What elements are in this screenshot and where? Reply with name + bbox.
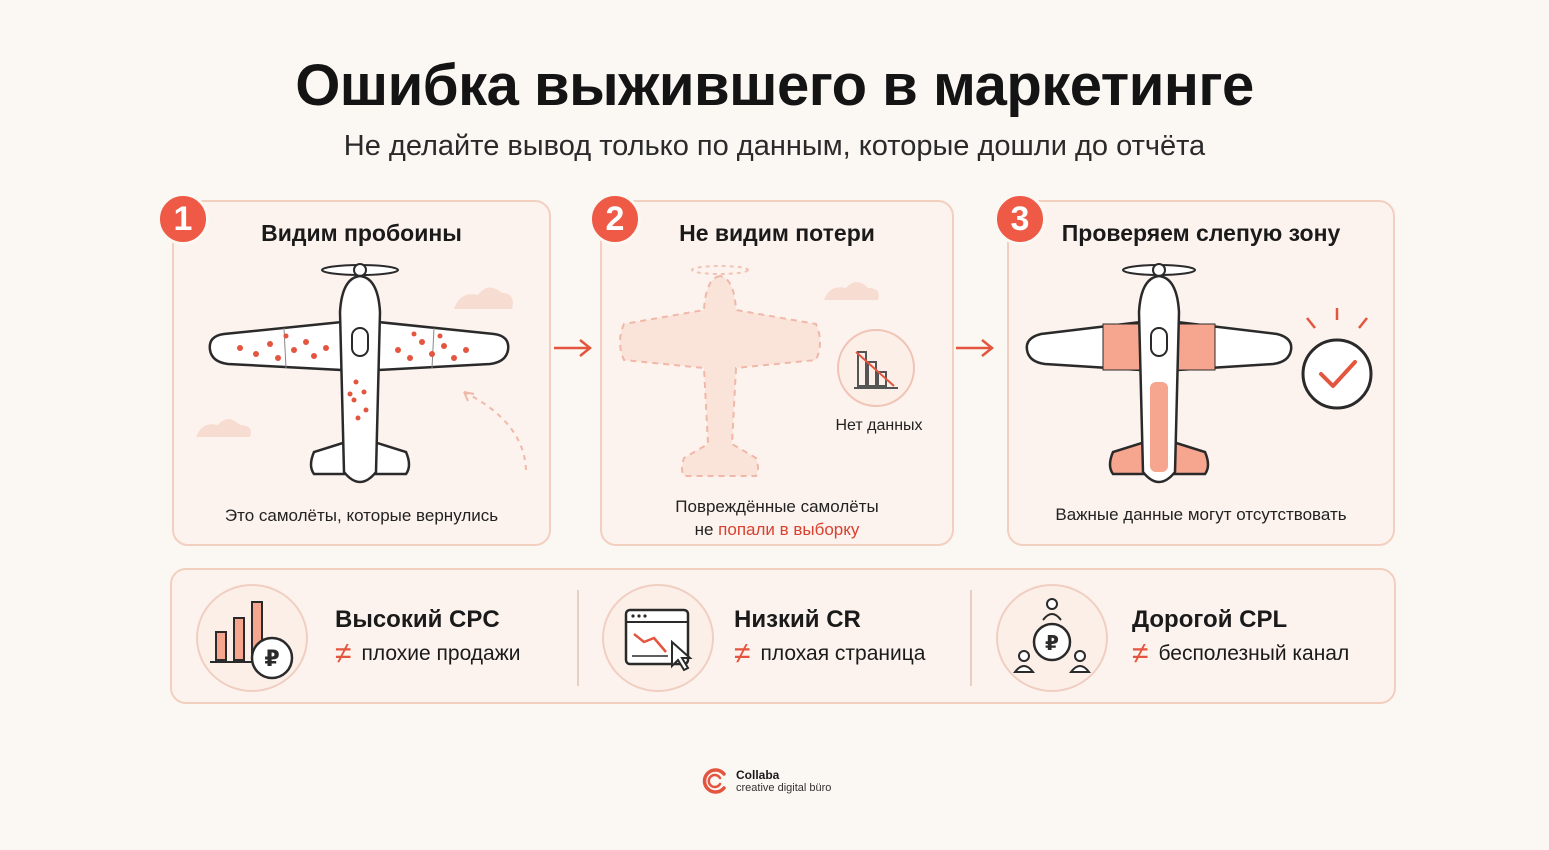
step-caption-2-line2: не попали в выборку: [602, 518, 952, 541]
not-equal-icon: ≠: [734, 637, 751, 670]
metric-name-cpc: Высокий CPC: [335, 606, 500, 633]
metric-name-cpl: Дорогой CPL: [1132, 606, 1288, 633]
metric-desc-cpc: ≠ плохие продажи: [335, 637, 521, 670]
plane-blind-zones-icon: [1025, 263, 1373, 484]
arrow-right-icon: [956, 339, 995, 357]
browser-chart-cursor-icon: [602, 584, 714, 692]
page-title: Ошибка выжившего в маркетинге: [295, 53, 1254, 118]
step-title-2: Не видим потери: [679, 220, 875, 246]
metric-desc-text: плохие продажи: [361, 642, 521, 665]
missing-plane-icon: [619, 265, 915, 477]
divider: [577, 590, 579, 686]
metric-name-cr: Низкий CR: [734, 606, 861, 633]
metric-desc-text: плохая страница: [760, 642, 926, 665]
step-caption-2: Повреждённые самолёты не попали в выборк…: [602, 495, 952, 541]
bar-chart-ruble-icon: ₽: [196, 584, 308, 692]
step-caption-3: Важные данные могут отсутствовать: [1055, 505, 1347, 524]
plane-with-holes-icon: [196, 263, 527, 484]
brand-logo: Collaba creative digital büro: [700, 766, 831, 796]
step-number-2: 2: [589, 193, 641, 245]
no-data-label: Нет данных: [835, 417, 923, 434]
collaba-logo-icon: [702, 768, 726, 794]
step-title-3: Проверяем слепую зону: [1061, 220, 1341, 246]
step-number-3: 3: [994, 193, 1046, 245]
metric-desc-cr: ≠ плохая страница: [734, 637, 926, 670]
step-number-1: 1: [157, 193, 209, 245]
svg-text:₽: ₽: [264, 647, 279, 672]
arrow-right-icon: [554, 339, 593, 357]
step-caption-1: Это самолёты, которые вернулись: [224, 506, 499, 525]
step-card-1: Видим пробоины Это са: [172, 200, 551, 546]
metrics-panel: ₽ Высокий CPC ≠ плохие продажи Низкий CR…: [170, 568, 1396, 704]
metric-desc-cpl: ≠ бесполезный канал: [1132, 637, 1350, 670]
divider: [970, 590, 972, 686]
step-card-3: Проверяем слепую зону Важные данные могу…: [1007, 200, 1395, 546]
step-card-2: Не видим потери Нет данных Повреждённые …: [600, 200, 954, 546]
brand-name: Collaba: [736, 768, 780, 782]
step-title-1: Видим пробоины: [261, 220, 462, 246]
brand-tagline: creative digital büro: [736, 782, 832, 794]
ruble-users-icon: ₽: [996, 584, 1108, 692]
caption-accent: попали в выборку: [718, 520, 860, 539]
metric-desc-text: бесполезный канал: [1158, 642, 1350, 665]
not-equal-icon: ≠: [1132, 637, 1149, 670]
svg-text:₽: ₽: [1045, 631, 1059, 655]
page-subtitle: Не делайте вывод только по данным, котор…: [343, 130, 1206, 162]
not-equal-icon: ≠: [335, 637, 352, 670]
caption-prefix: не: [694, 520, 719, 539]
step-caption-2-line1: Повреждённые самолёты: [675, 497, 879, 516]
